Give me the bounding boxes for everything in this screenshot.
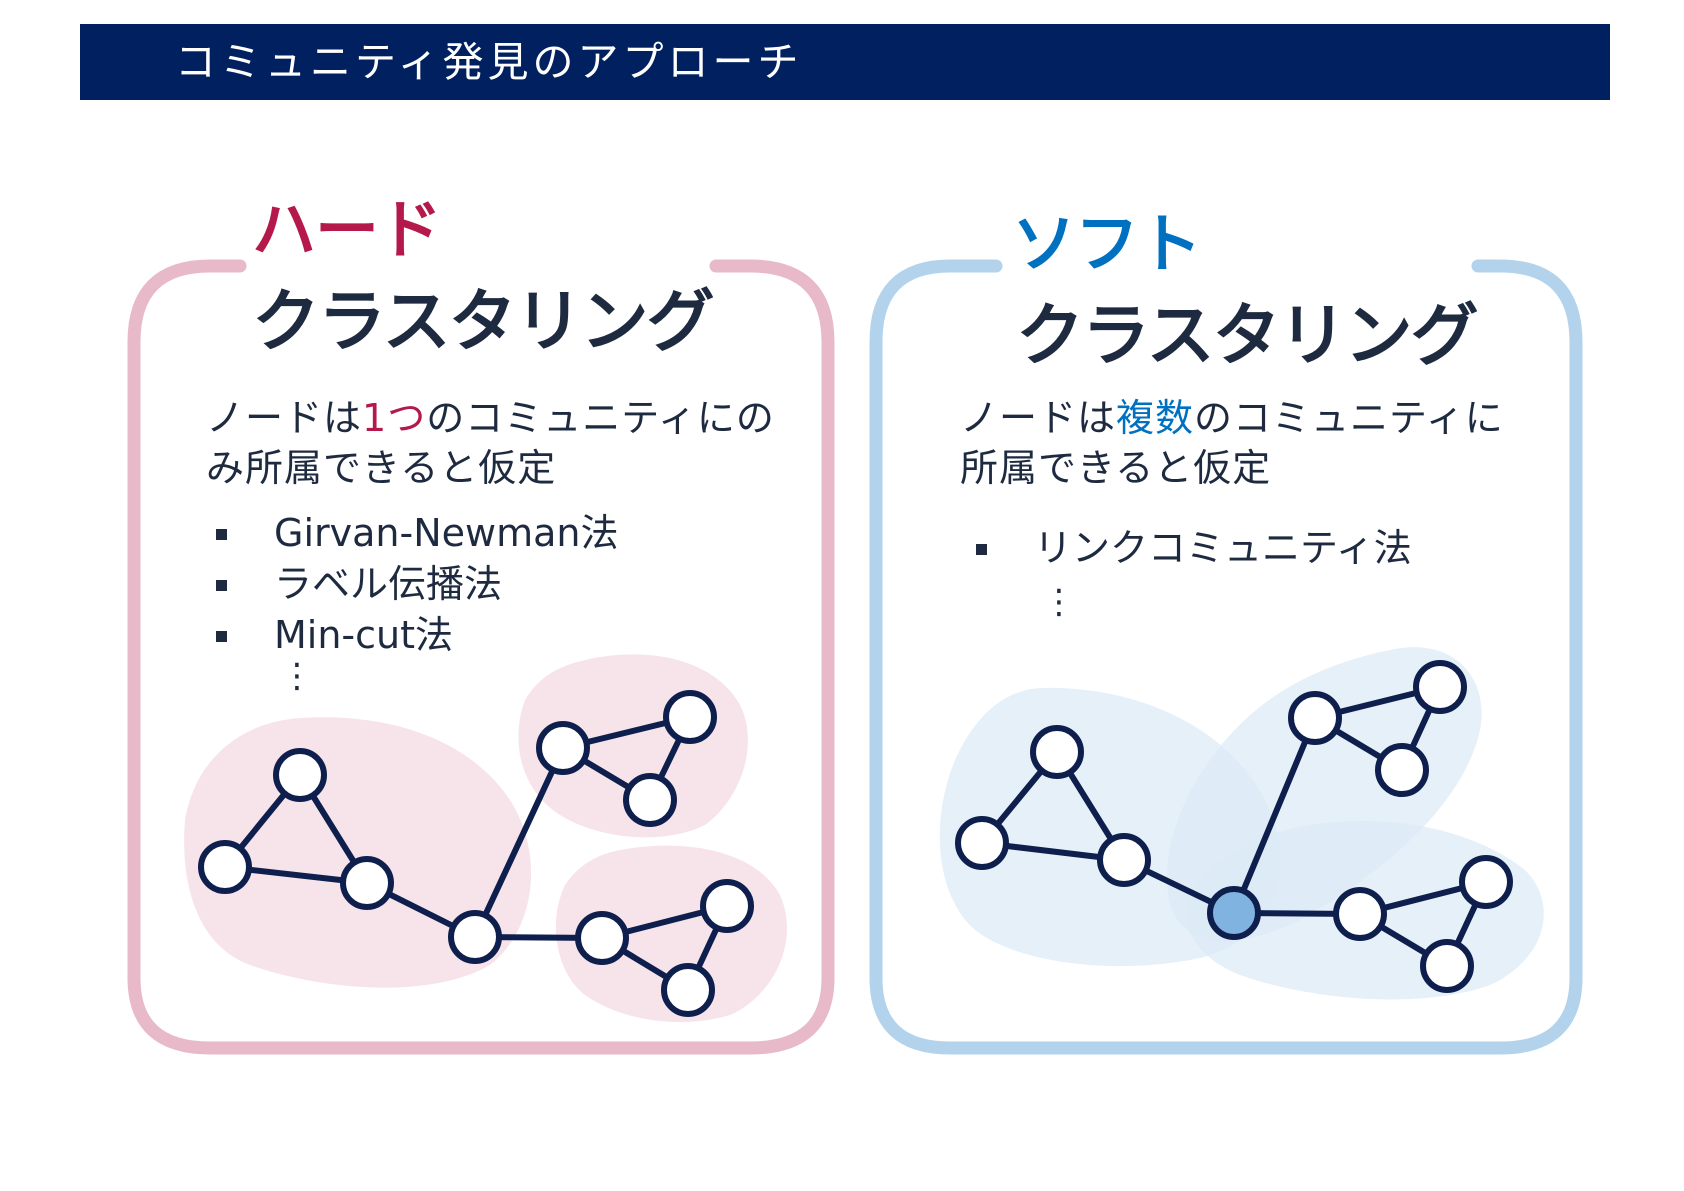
overlapping-graph-node — [1207, 886, 1261, 940]
graph-node — [1030, 725, 1084, 779]
hard-description: ノードは1つのコミュニティにのみ所属できると仮定 — [206, 393, 806, 493]
bullet-square-icon — [216, 580, 227, 591]
list-item: Min-cut法 — [216, 610, 618, 661]
graph-node — [448, 910, 502, 964]
graph-node — [575, 911, 629, 965]
soft-desc-post: のコミュニティに所属できると仮定 — [960, 396, 1504, 490]
graph-node — [340, 856, 394, 910]
graph-node — [1288, 691, 1342, 745]
soft-method-list: リンクコミュニティ法 — [976, 523, 1412, 574]
soft-desc-emphasis: 複数 — [1116, 396, 1195, 440]
bullet-square-icon — [216, 631, 227, 642]
list-item: ラベル伝播法 — [216, 559, 618, 610]
hard-title-line2: クラスタリング — [252, 283, 715, 362]
graph-node — [955, 816, 1009, 870]
list-item: リンクコミュニティ法 — [976, 523, 1412, 574]
hard-desc-emphasis: 1つ — [362, 396, 427, 440]
graph-node — [1097, 833, 1151, 887]
graph-node — [1459, 855, 1513, 909]
graph-node — [198, 840, 252, 894]
hard-desc-post: のコミュニティにのみ所属できると仮定 — [206, 396, 775, 490]
graph-node — [536, 721, 590, 775]
hard-graph-nodes — [198, 690, 754, 1017]
hard-method-list: Girvan-Newman法 ラベル伝播法 Min-cut法 — [216, 508, 618, 661]
soft-title-line1: ソフト — [1012, 208, 1202, 282]
soft-description: ノードは複数のコミュニティに所属できると仮定 — [960, 393, 1520, 493]
graph-node — [273, 748, 327, 802]
header-bar — [80, 24, 1610, 100]
graph-node — [663, 690, 717, 744]
graph-node — [661, 963, 715, 1017]
list-item: Girvan-Newman法 — [216, 508, 618, 559]
page-title: コミュニティ発見のアプローチ — [175, 38, 803, 86]
graph-node — [1375, 743, 1429, 797]
graph-node — [1413, 660, 1467, 714]
graph-node — [1420, 939, 1474, 993]
soft-desc-pre: ノードは — [960, 396, 1117, 440]
soft-title-line2: クラスタリング — [1016, 297, 1479, 376]
soft-graph-nodes — [955, 660, 1513, 993]
bullet-square-icon — [216, 529, 227, 540]
graph-node — [1333, 887, 1387, 941]
hard-desc-pre: ノードは — [206, 396, 363, 440]
graph-node — [700, 879, 754, 933]
graph-node — [623, 773, 677, 827]
bullet-square-icon — [976, 544, 987, 555]
hard-title-line1: ハード — [252, 194, 442, 268]
